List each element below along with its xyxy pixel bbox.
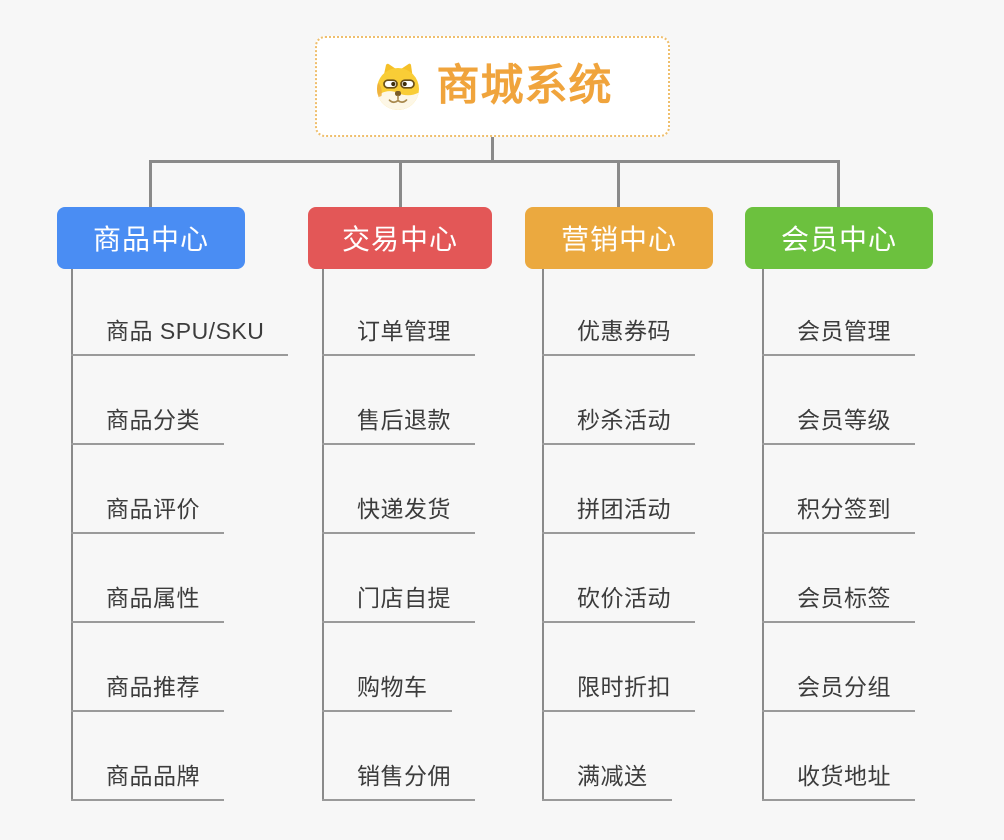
connector-spine-trade <box>322 269 324 801</box>
connector-spine-product <box>71 269 73 801</box>
leaf-item[interactable]: 满减送 <box>542 761 672 801</box>
leaf-item[interactable]: 限时折扣 <box>542 672 695 712</box>
leaf-item[interactable]: 商品评价 <box>71 494 224 534</box>
leaf-item[interactable]: 购物车 <box>322 672 452 712</box>
leaf-item[interactable]: 商品属性 <box>71 583 224 623</box>
leaf-item[interactable]: 收货地址 <box>762 761 915 801</box>
leaf-item[interactable]: 会员管理 <box>762 316 915 356</box>
root-node[interactable]: 商城系统 <box>315 36 670 137</box>
leaf-item[interactable]: 会员等级 <box>762 405 915 445</box>
connector-horizontal <box>149 160 840 163</box>
connector-drop-product <box>149 160 152 207</box>
leaf-item[interactable]: 销售分佣 <box>322 761 475 801</box>
root-title: 商城系统 <box>436 62 613 110</box>
leaf-item[interactable]: 商品 SPU/SKU <box>71 316 289 356</box>
leaf-item[interactable]: 快递发货 <box>322 494 475 534</box>
connector-drop-member <box>837 160 840 207</box>
branch-node-product-center[interactable]: 商品中心 <box>57 207 245 269</box>
leaf-item[interactable]: 售后退款 <box>322 405 475 445</box>
connector-drop-marketing <box>617 160 620 207</box>
branch-node-member-center[interactable]: 会员中心 <box>745 207 933 269</box>
leaf-item[interactable]: 会员标签 <box>762 583 915 623</box>
connector-drop-trade <box>399 160 402 207</box>
leaf-item[interactable]: 商品推荐 <box>71 672 224 712</box>
leaf-item[interactable]: 拼团活动 <box>542 494 695 534</box>
leaf-item[interactable]: 砍价活动 <box>542 583 695 623</box>
connector-spine-member <box>762 269 764 801</box>
connector-spine-marketing <box>542 269 544 801</box>
branch-node-trade-center[interactable]: 交易中心 <box>308 207 492 269</box>
leaf-item[interactable]: 订单管理 <box>322 316 475 356</box>
branch-node-marketing-center[interactable]: 营销中心 <box>525 207 713 269</box>
leaf-item[interactable]: 商品分类 <box>71 405 224 445</box>
leaf-item[interactable]: 商品品牌 <box>71 761 224 801</box>
doge-icon <box>376 63 419 110</box>
connector-root-stub <box>491 137 494 163</box>
leaf-item[interactable]: 会员分组 <box>762 672 915 712</box>
leaf-item[interactable]: 积分签到 <box>762 494 915 534</box>
leaf-item[interactable]: 秒杀活动 <box>542 405 695 445</box>
leaf-item[interactable]: 门店自提 <box>322 583 475 623</box>
leaf-item[interactable]: 优惠券码 <box>542 316 695 356</box>
